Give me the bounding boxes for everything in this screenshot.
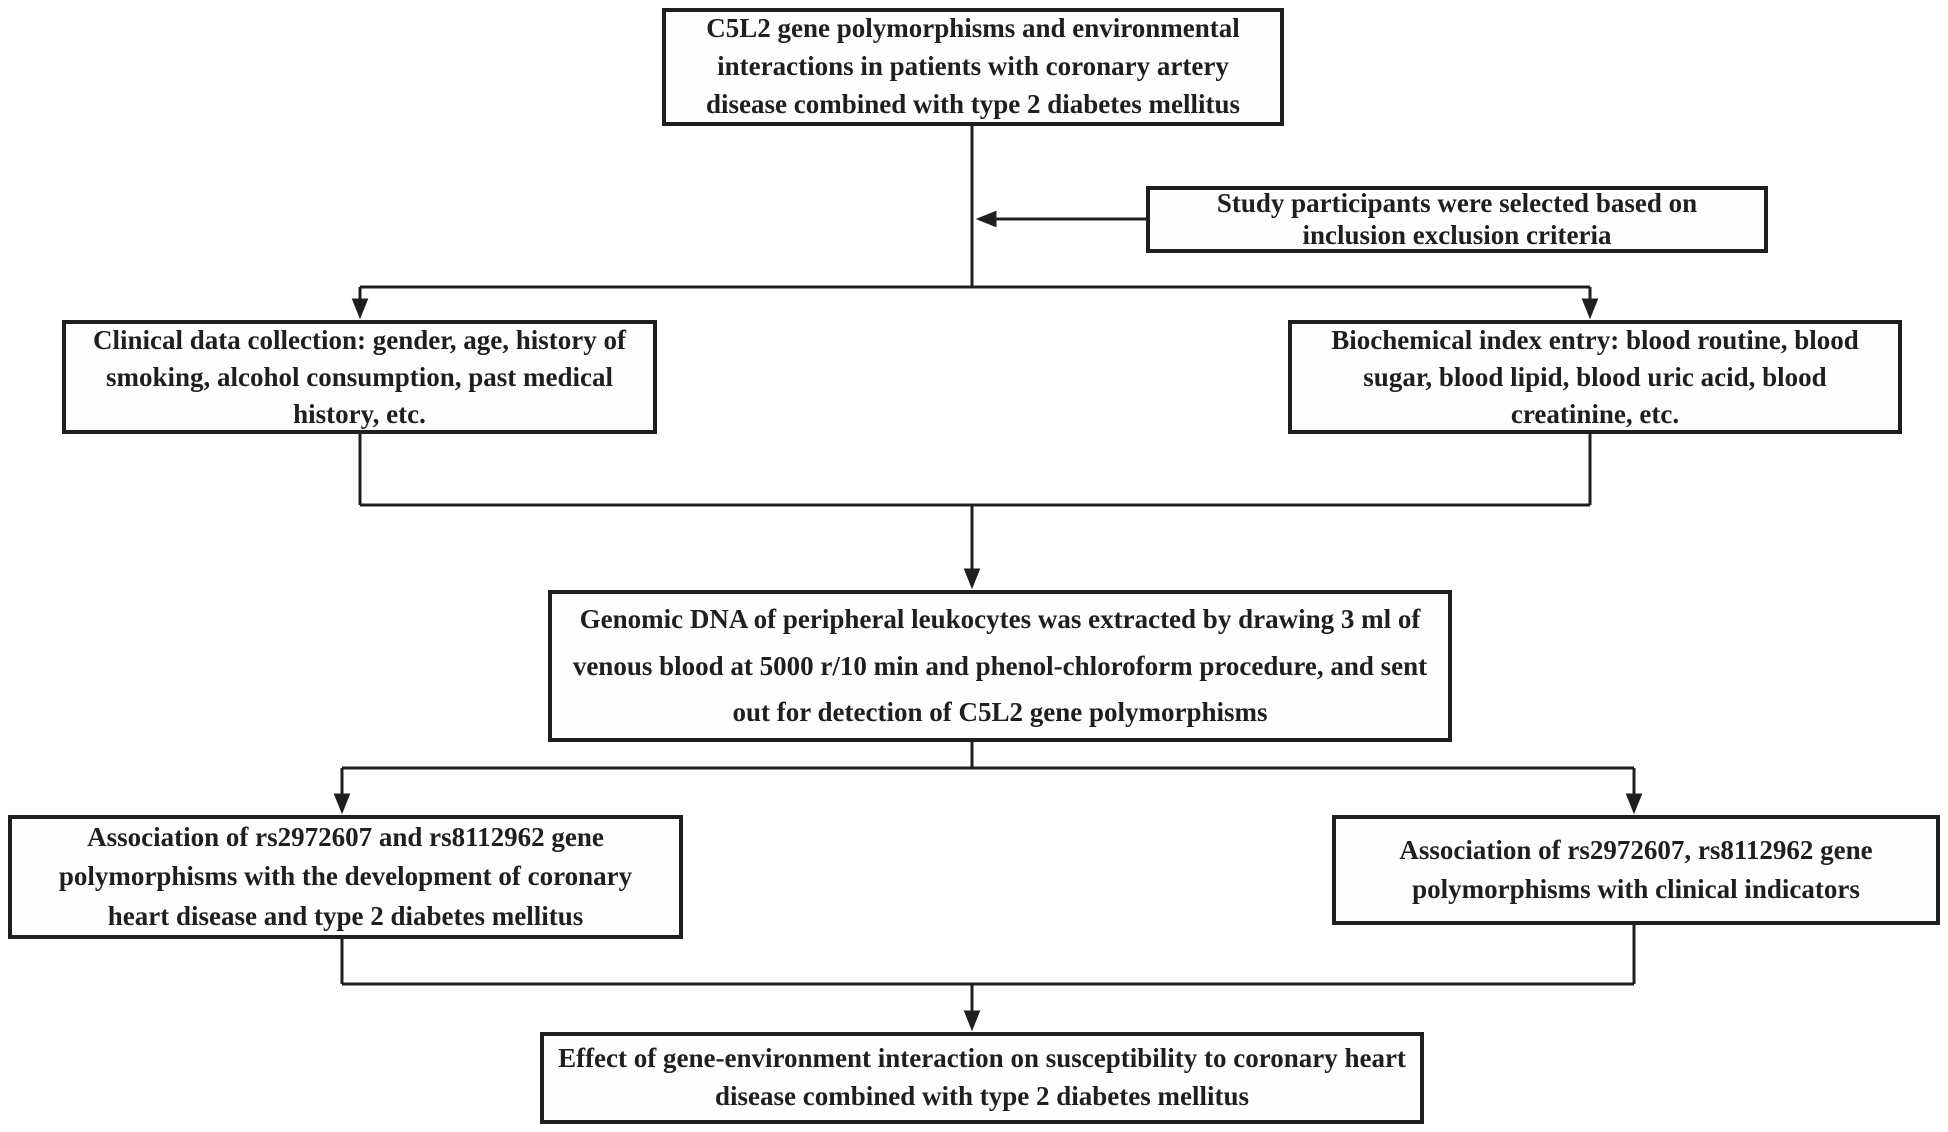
node-association-clinical-indicators-label: Association of rs2972607, rs8112962 gene… [1399, 834, 1873, 904]
node-biochemical-index-entry: Biochemical index entry: blood routine, … [1288, 320, 1902, 434]
node-gene-environment-effect: Effect of gene-environment interaction o… [540, 1032, 1424, 1124]
node-clinical-data-collection: Clinical data collection: gender, age, h… [62, 320, 657, 434]
node-clinical-data-collection-label: Clinical data collection: gender, age, h… [93, 324, 626, 429]
node-association-development: Association of rs2972607 and rs8112962 g… [8, 815, 683, 939]
node-study-participants: Study participants were selected based o… [1146, 186, 1768, 253]
node-genomic-dna-extraction-label: Genomic DNA of peripheral leukocytes was… [572, 604, 1428, 728]
node-genomic-dna-extraction: Genomic DNA of peripheral leukocytes was… [548, 590, 1452, 742]
node-title-c5l2-study-label: C5L2 gene polymorphisms and environmenta… [705, 13, 1240, 119]
node-biochemical-index-entry-label: Biochemical index entry: blood routine, … [1331, 324, 1859, 429]
node-title-c5l2-study: C5L2 gene polymorphisms and environmenta… [662, 8, 1284, 126]
node-study-participants-label: Study participants were selected based o… [1216, 187, 1698, 250]
node-association-clinical-indicators: Association of rs2972607, rs8112962 gene… [1332, 815, 1940, 925]
node-association-development-label: Association of rs2972607 and rs8112962 g… [58, 822, 633, 931]
node-gene-environment-effect-label: Effect of gene-environment interaction o… [558, 1043, 1406, 1111]
